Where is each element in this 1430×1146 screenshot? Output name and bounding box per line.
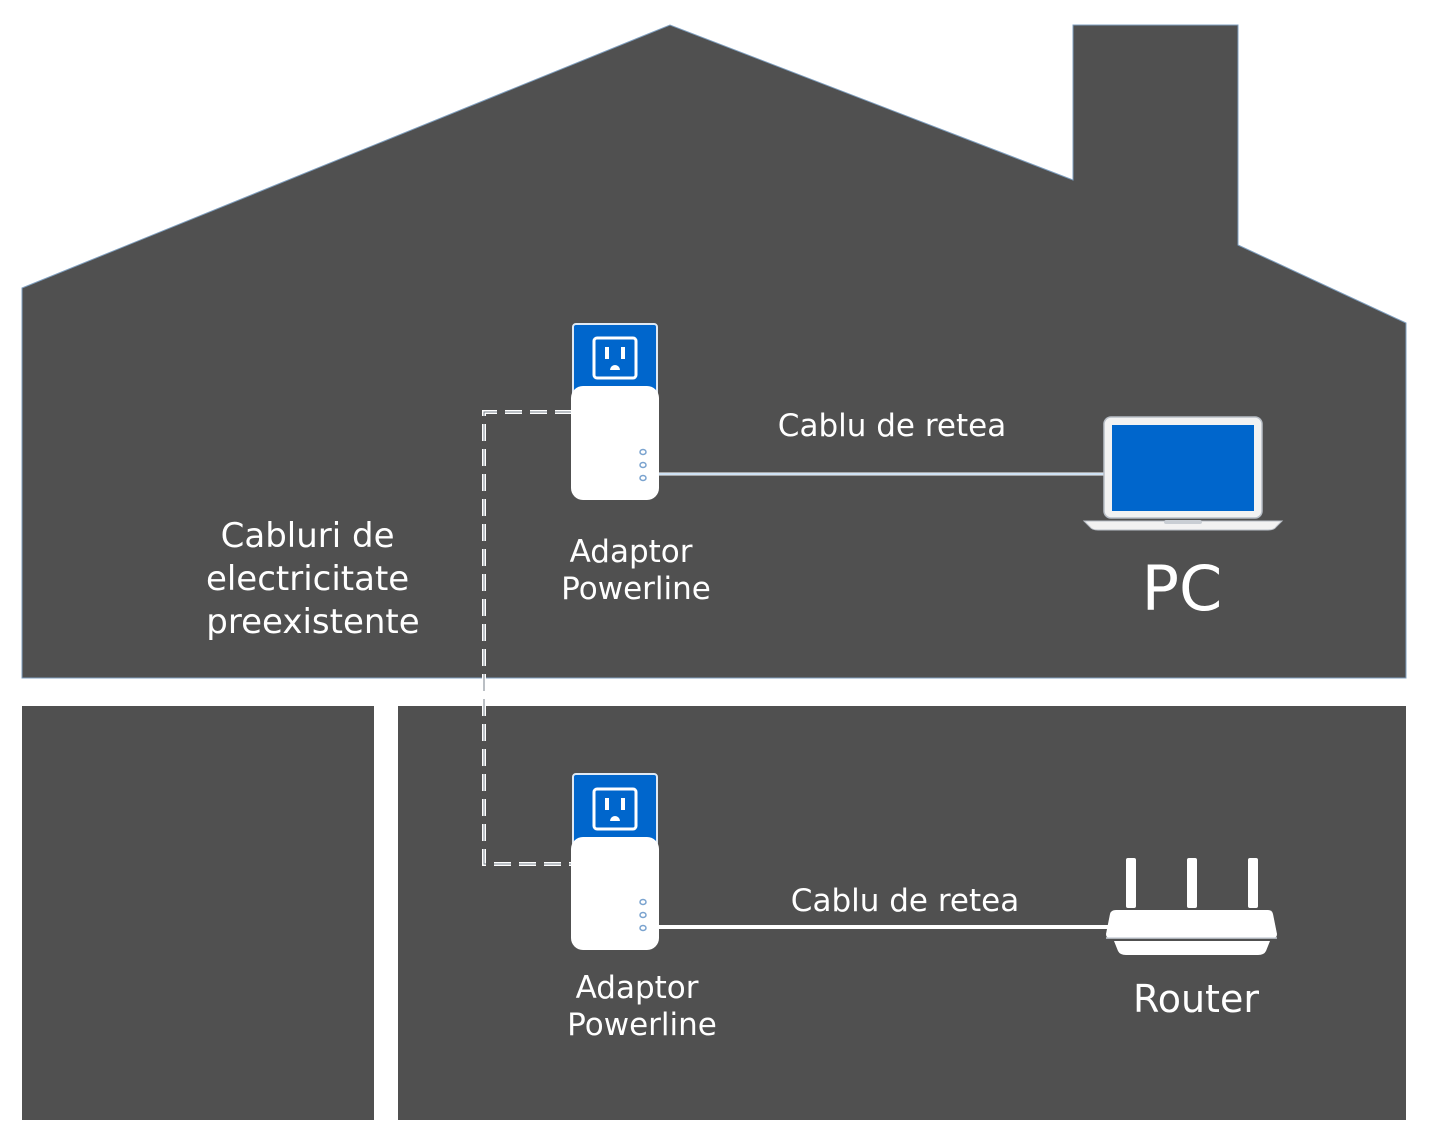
router-icon xyxy=(1106,858,1277,955)
network-cable-bottom-label: Cablu de retea xyxy=(791,883,1019,919)
existing-wiring-label: Cabluri de electricitate preexistente xyxy=(206,516,420,642)
router-label: Router xyxy=(1133,977,1259,1021)
house-upper-floor xyxy=(21,24,1407,679)
adapter-bottom-label: Adaptor Powerline xyxy=(567,970,717,1043)
network-cable-top-label: Cablu de retea xyxy=(778,408,1006,444)
house-lower-left-room xyxy=(22,706,374,1120)
adapter-top-label: Adaptor Powerline xyxy=(561,534,711,607)
powerline-adapter-icon xyxy=(571,323,659,500)
pc-label: PC xyxy=(1142,552,1223,625)
powerline-adapter-icon xyxy=(571,773,659,950)
power-wiring-dashed xyxy=(482,410,572,866)
laptop-icon xyxy=(1082,416,1284,531)
